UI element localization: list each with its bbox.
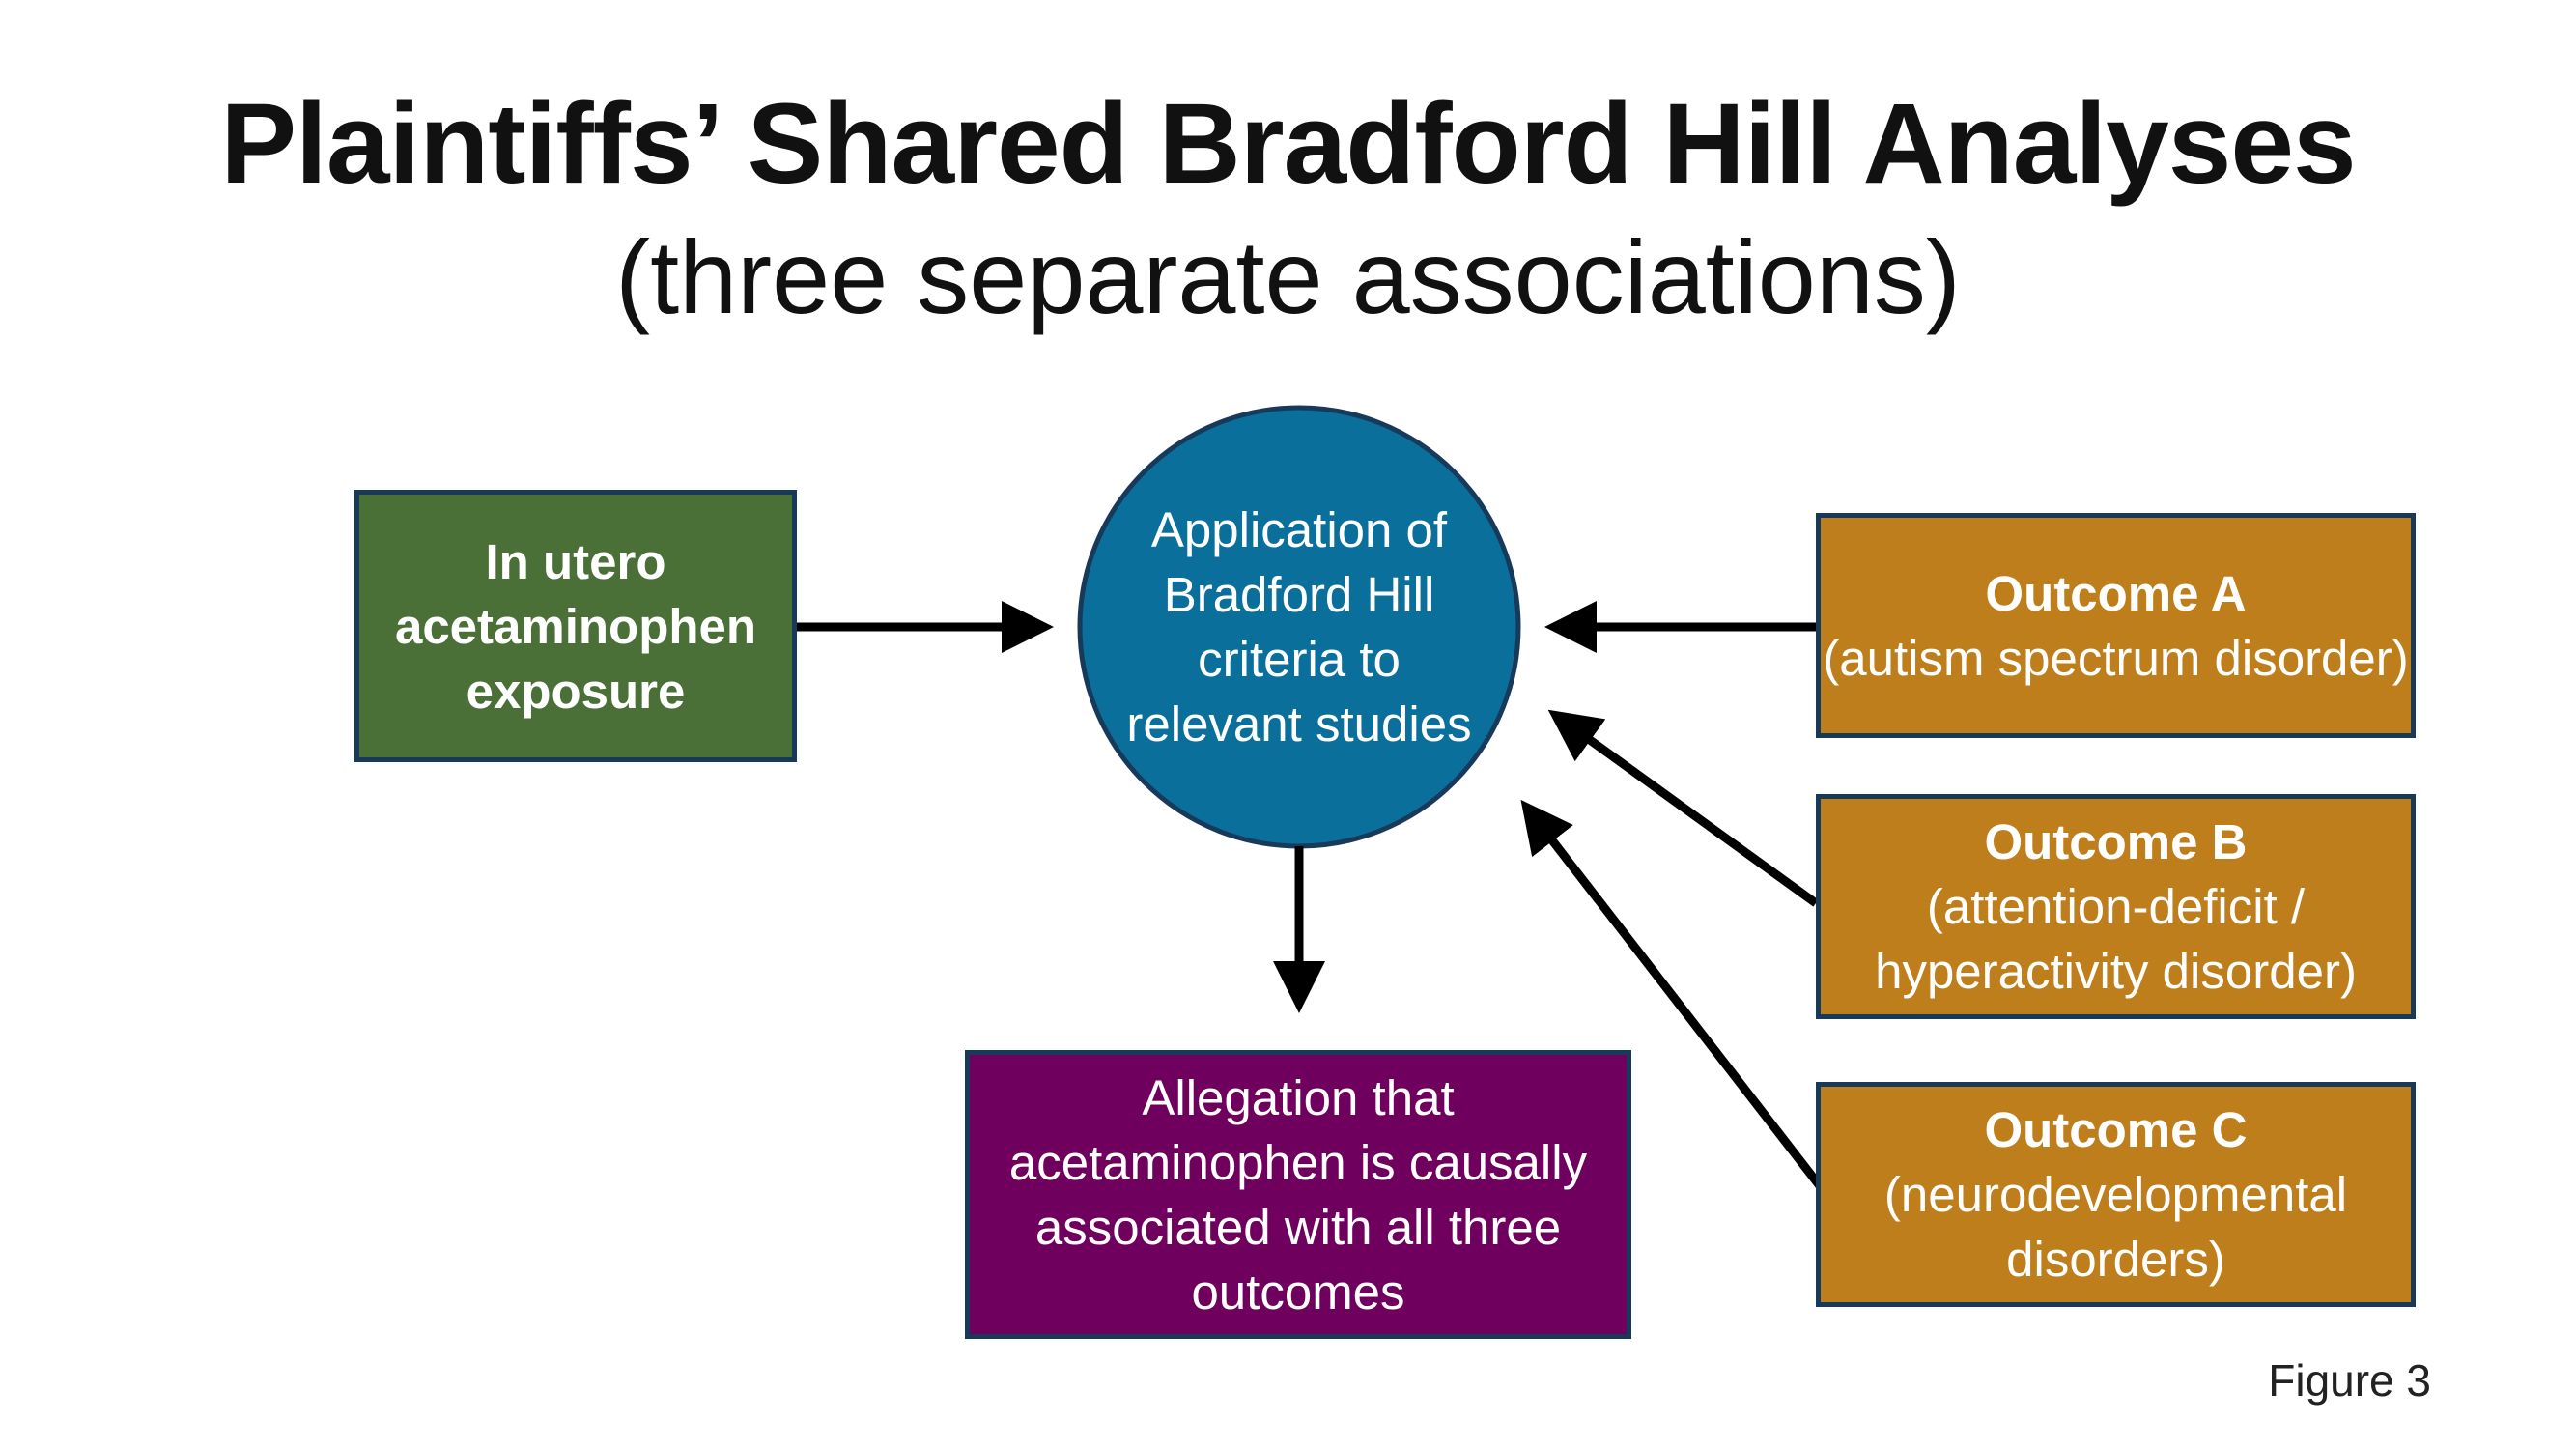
outcome-c-description: (neurodevelopmental disorders) <box>1883 1167 2348 1287</box>
figure-label: Figure 3 <box>2268 1355 2431 1406</box>
outcome-b-box: Outcome B (attention-deficit / hyperacti… <box>1816 794 2416 1019</box>
diagram-title: Plaintiffs’ Shared Bradford Hill Analyse… <box>220 80 2356 208</box>
outcome-a-description: (autism spectrum disorder) <box>1823 630 2409 686</box>
analysis-node: Application of Bradford Hill criteria to… <box>1080 408 1518 846</box>
allegation-label: Allegation that acetaminophen is causall… <box>1008 1069 1588 1320</box>
exposure-label: In utero acetaminophen exposure <box>394 533 757 719</box>
exposure-box: In utero acetaminophen exposure <box>354 490 797 762</box>
analysis-label: Application of Bradford Hill criteria to… <box>1126 502 1472 752</box>
outcome-b-description: (attention-deficit / hyperactivity disor… <box>1875 879 2357 999</box>
allegation-box: Allegation that acetaminophen is causall… <box>965 1050 1631 1339</box>
outcome-c-heading: Outcome C <box>1984 1102 2248 1157</box>
arrow-outcome-b-to-analysis <box>1547 709 1819 907</box>
outcome-a-heading: Outcome A <box>1985 565 2247 621</box>
diagram-subtitle: (three separate associations) <box>615 218 1961 335</box>
outcome-c-box: Outcome C (neurodevelopmental disorders) <box>1816 1082 2416 1307</box>
arrow-outcome-c-to-analysis <box>1520 799 1831 1199</box>
outcome-a-box: Outcome A (autism spectrum disorder) <box>1816 513 2416 738</box>
outcome-b-heading: Outcome B <box>1984 814 2248 869</box>
